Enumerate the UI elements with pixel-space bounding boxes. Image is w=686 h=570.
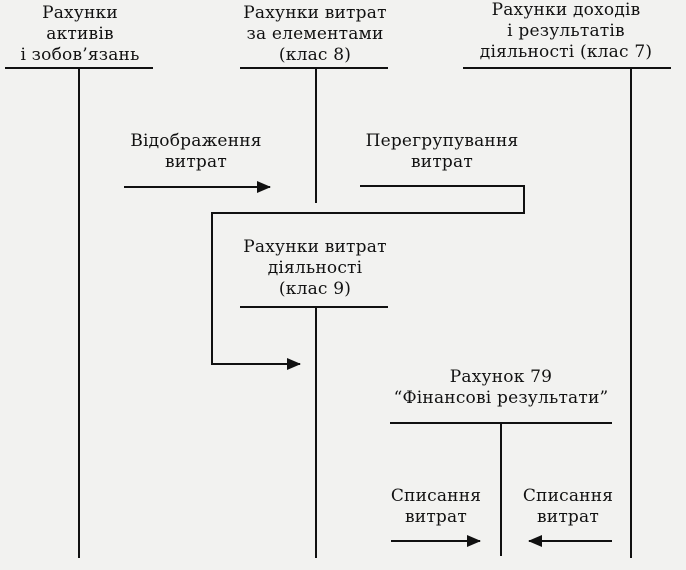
reflection-label: Відображення витрат bbox=[130, 131, 262, 172]
writeoff-right-label: Списання витрат bbox=[522, 486, 614, 527]
class7-account-title: Рахунки доходів і результатів діяльності… bbox=[479, 0, 653, 62]
assets-account-title: Рахунки активів і зобов’язань bbox=[20, 3, 140, 65]
class9-account-title: Рахунки витрат діяльності (клас 9) bbox=[243, 237, 387, 299]
account79-title: Рахунок 79 “Фінансові результати” bbox=[393, 367, 609, 408]
class8-account-title: Рахунки витрат за елементами (клас 8) bbox=[243, 3, 387, 65]
writeoff-left-label: Списання витрат bbox=[390, 486, 482, 527]
regrouping-label: Перегрупування витрат bbox=[365, 131, 519, 172]
regrouping-arrow bbox=[211, 185, 525, 370]
